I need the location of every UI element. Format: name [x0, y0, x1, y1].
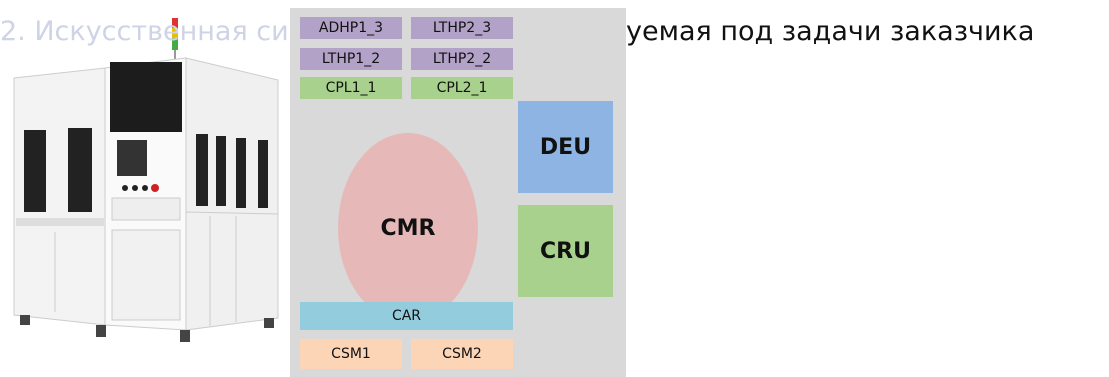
- headline-visible-span: уемая под задачи заказчика: [626, 16, 1035, 47]
- signal-tower: [172, 18, 178, 50]
- module-car: CAR: [300, 302, 513, 330]
- machine-screen: [117, 140, 147, 176]
- module-csm1: CSM1: [300, 339, 402, 369]
- module-cru: CRU: [518, 205, 613, 297]
- module-lthp2-3: LTHP2_3: [411, 17, 513, 39]
- machine-illustration: [13, 18, 279, 342]
- module-csm2: CSM2: [411, 339, 513, 369]
- module-cmr: CMR: [338, 133, 478, 323]
- module-lthp2-2: LTHP2_2: [411, 48, 513, 70]
- module-adhp1-3: ADHP1_3: [300, 17, 402, 39]
- module-lthp1-2: LTHP1_2: [300, 48, 402, 70]
- module-deu: DEU: [518, 101, 613, 193]
- module-cpl2-1: CPL2_1: [411, 77, 513, 99]
- machine-window: [110, 62, 182, 132]
- machine-right-panel: [185, 57, 279, 331]
- headline-visible-text: уемая под задачи заказчика: [626, 12, 1109, 52]
- module-cpl1-1: CPL1_1: [300, 77, 402, 99]
- module-cmr-label: CMR: [380, 215, 436, 241]
- module-layout-diagram: ADHP1_3 LTHP2_3 LTHP1_2 LTHP2_2 CPL1_1 C…: [290, 8, 626, 377]
